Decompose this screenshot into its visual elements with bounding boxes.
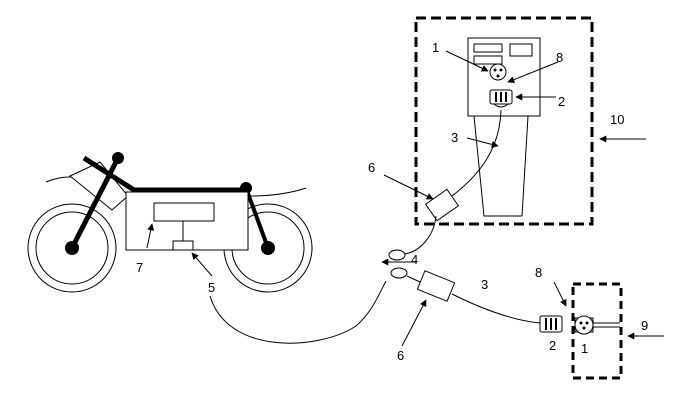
station-socket-outlet-icon bbox=[489, 63, 507, 81]
label-4: 4 bbox=[411, 252, 418, 267]
charging-station bbox=[388, 37, 541, 261]
label-3-lower: 3 bbox=[481, 277, 488, 292]
label-3-station: 3 bbox=[451, 130, 458, 145]
cable-connector-4 bbox=[390, 267, 408, 279]
station-lead-cable bbox=[403, 215, 437, 255]
station-pedestal bbox=[473, 115, 529, 217]
motorcycle bbox=[27, 152, 313, 293]
portable-charging-cable bbox=[390, 267, 620, 335]
main-frame bbox=[82, 155, 246, 193]
label-8-station: 8 bbox=[556, 50, 563, 65]
label-2-outlet: 2 bbox=[549, 338, 556, 353]
wall-outlet-boundary bbox=[571, 282, 623, 380]
cable-3 bbox=[451, 293, 541, 324]
label-1-outlet: 1 bbox=[581, 341, 588, 356]
station-control-box-6 bbox=[424, 188, 460, 222]
label-6-bottom: 6 bbox=[397, 348, 404, 363]
label-7: 7 bbox=[136, 260, 143, 275]
cable-control-box-6 bbox=[416, 270, 456, 302]
station-display-1 bbox=[473, 43, 503, 53]
label-2-station: 2 bbox=[558, 94, 565, 109]
front-wheel bbox=[27, 203, 117, 293]
charging-socket-5 bbox=[172, 240, 194, 251]
station-plug-icon bbox=[489, 89, 513, 108]
motorcycle-charging-cable bbox=[209, 280, 387, 344]
rear-fender bbox=[249, 187, 307, 197]
label-1-station: 1 bbox=[432, 40, 439, 55]
label-8-outlet: 8 bbox=[535, 265, 542, 280]
label-10: 10 bbox=[610, 112, 624, 127]
label-6-top: 6 bbox=[368, 160, 375, 175]
charging-station-boundary bbox=[414, 16, 594, 226]
leader-arrows bbox=[146, 50, 664, 347]
battery-pack-7 bbox=[153, 202, 215, 222]
outlet-plug-icon bbox=[539, 315, 563, 333]
wall-socket-icon bbox=[574, 315, 620, 335]
reference-numerals: 1 8 2 3 10 6 4 3 8 2 1 9 6 7 5 bbox=[136, 40, 648, 363]
station-display-3 bbox=[509, 43, 533, 57]
station-connector-4 bbox=[388, 249, 406, 261]
station-display-2 bbox=[473, 55, 503, 65]
label-5: 5 bbox=[208, 280, 215, 295]
label-9: 9 bbox=[641, 318, 648, 333]
station-cable-3 bbox=[451, 109, 502, 197]
swing-arm bbox=[244, 186, 270, 250]
handlebar-knob bbox=[112, 152, 124, 164]
